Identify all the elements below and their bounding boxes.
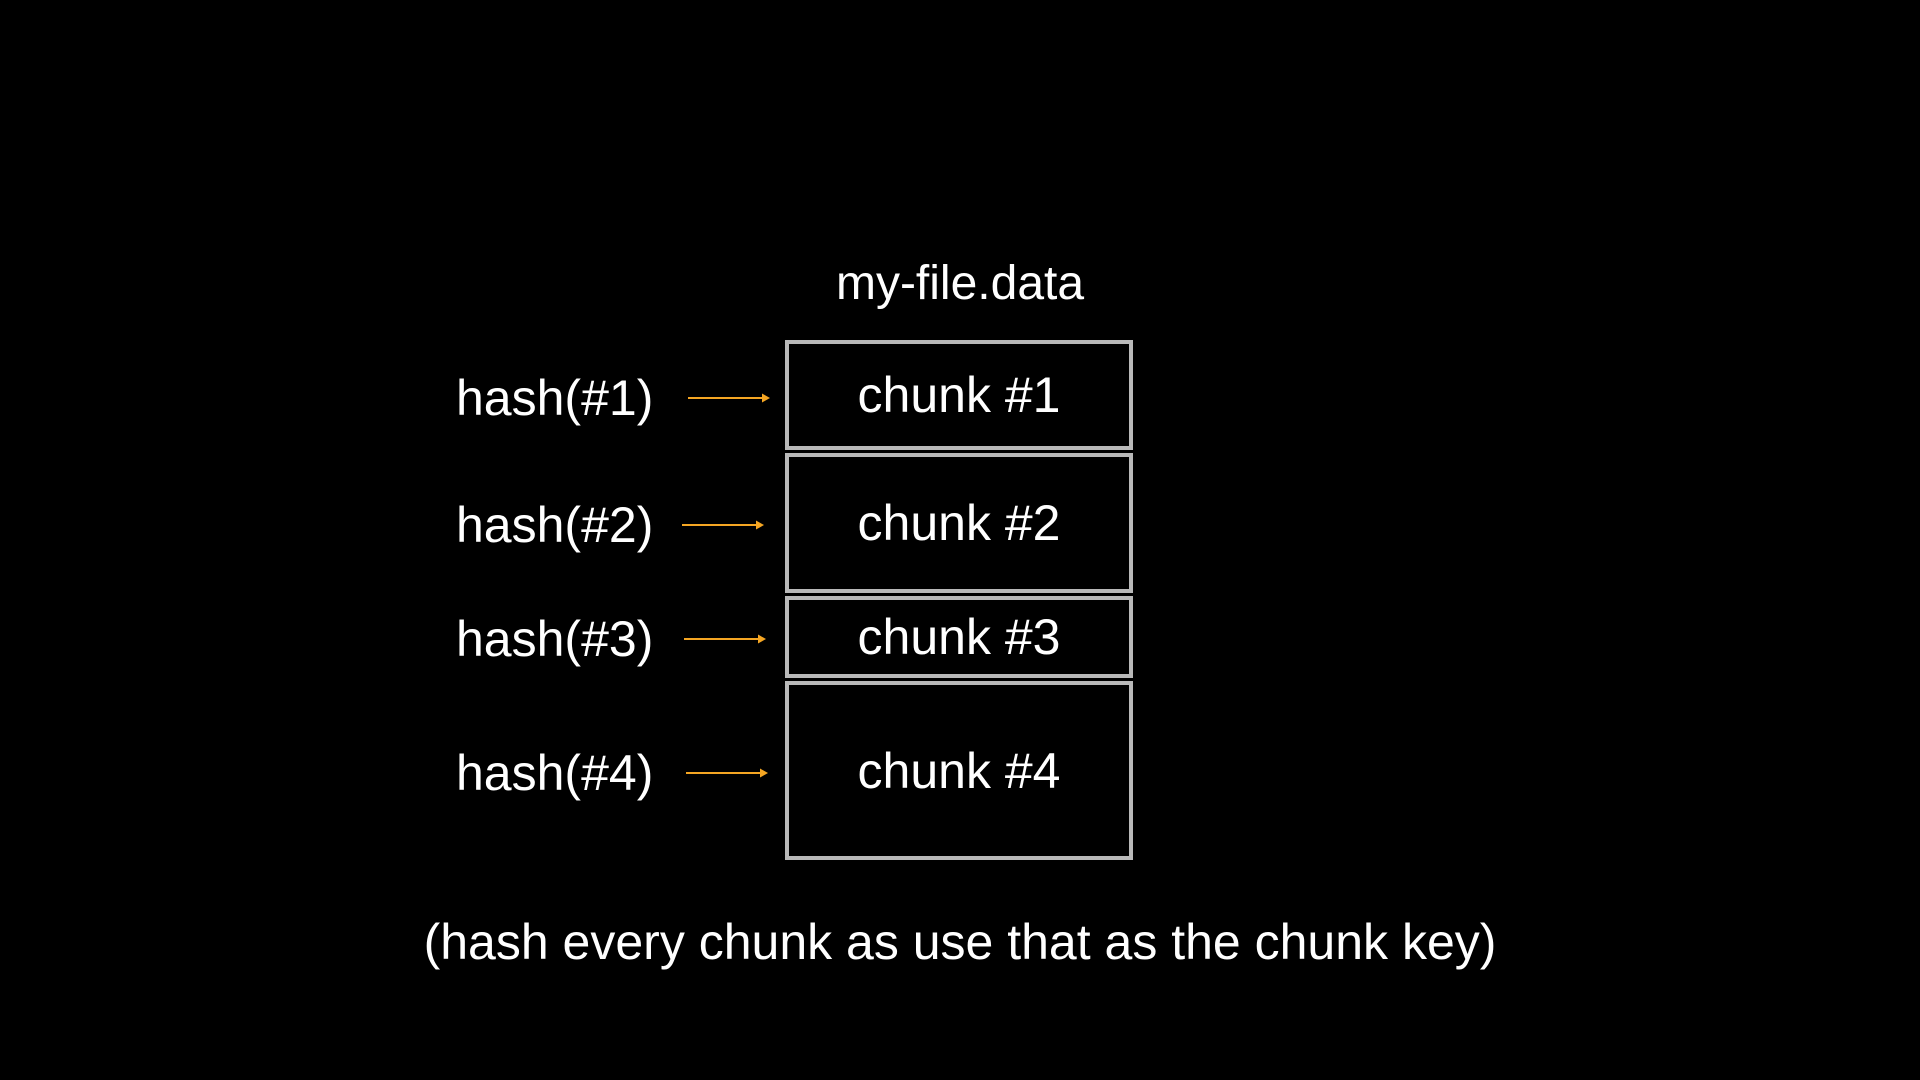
hash-label-3: hash(#3): [456, 611, 654, 667]
file-name-title: my-file.data: [835, 257, 1085, 310]
chunk-box-2: chunk #2: [785, 453, 1133, 593]
chunk-label-4: chunk #4: [857, 742, 1061, 799]
chunk-box-1: chunk #1: [785, 340, 1133, 450]
hash-label-1: hash(#1): [456, 370, 654, 426]
arrow-icon-1: [688, 392, 770, 404]
hash-label-2: hash(#2): [456, 497, 654, 553]
arrow-icon-3: [684, 633, 766, 645]
chunk-box-4: chunk #4: [785, 681, 1133, 860]
hash-label-4: hash(#4): [456, 745, 654, 801]
arrow-icon-2: [682, 519, 764, 531]
chunk-label-2: chunk #2: [857, 495, 1061, 551]
chunk-label-1: chunk #1: [857, 367, 1061, 423]
chunk-box-3: chunk #3: [785, 596, 1133, 678]
arrow-icon-4: [686, 767, 768, 779]
caption: (hash every chunk as use that as the chu…: [423, 914, 1497, 970]
chunk-label-3: chunk #3: [857, 609, 1061, 665]
